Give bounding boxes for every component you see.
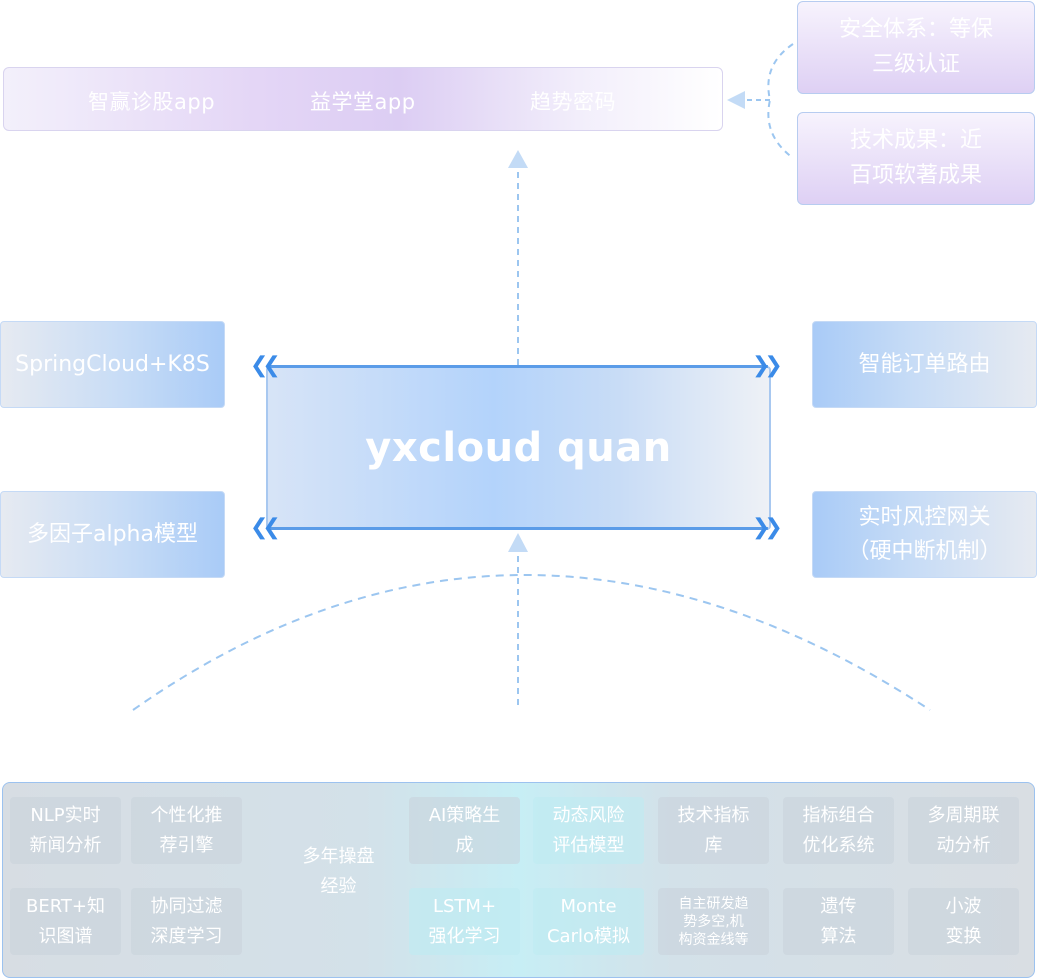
order-routing-card: 智能订单路由 bbox=[812, 321, 1037, 408]
center-bottom-line bbox=[270, 527, 768, 530]
cell-line: 小波 bbox=[945, 895, 982, 917]
cell-line: BERT+知 bbox=[26, 895, 105, 917]
cell-line: 遗传 bbox=[820, 895, 857, 917]
capability-cell: NLP实时新闻分析 bbox=[10, 797, 121, 864]
cell-line: 新闻分析 bbox=[29, 834, 102, 856]
cell-line: AI策略生 bbox=[428, 804, 501, 826]
cell-line: 个性化推 bbox=[150, 804, 223, 826]
app-label-3: 趋势密码 bbox=[530, 90, 616, 114]
center-top-line bbox=[270, 365, 768, 368]
cell-line: 构资金线等 bbox=[678, 931, 749, 948]
capability-cell: 遗传算法 bbox=[783, 888, 894, 955]
bracket-arrow-head bbox=[727, 91, 745, 109]
chevron-left-icon: ❮❮ bbox=[250, 353, 281, 378]
risk-gateway-line-2: （硬中断机制） bbox=[847, 538, 1002, 564]
center-title: yxcloud quan bbox=[365, 425, 672, 471]
cell-line: 库 bbox=[704, 834, 723, 856]
capability-cell: 自主研发趋势多空,机构资金线等 bbox=[658, 888, 769, 955]
cell-line: 深度学习 bbox=[150, 925, 223, 947]
chevron-right-icon: ❯❯ bbox=[752, 353, 783, 378]
app-label-2: 益学堂app bbox=[310, 90, 416, 114]
risk-gateway-card: 实时风控网关 （硬中断机制） bbox=[812, 491, 1037, 578]
cell-line: 势多空,机 bbox=[683, 913, 744, 930]
cell-line: 识图谱 bbox=[38, 925, 93, 947]
tech-achievement-card: 技术成果：近 百项软著成果 bbox=[797, 112, 1035, 205]
security-line-2: 三级认证 bbox=[871, 52, 960, 77]
cell-line: 自主研发趋 bbox=[678, 895, 749, 912]
capability-cell: LSTM+ 强化学习 bbox=[409, 888, 520, 955]
springcloud-label: SpringCloud+K8S bbox=[15, 351, 210, 377]
cell-line: 动分析 bbox=[936, 834, 991, 856]
capability-cell: 动态风险评估模型 bbox=[533, 797, 644, 864]
cell-line: Carlo模拟 bbox=[546, 925, 630, 947]
capability-cell: 小波变换 bbox=[908, 888, 1019, 955]
security-line-1: 安全体系：等保 bbox=[838, 17, 993, 42]
tech-line-2: 百项软著成果 bbox=[849, 163, 982, 188]
cell-line: NLP实时 bbox=[30, 804, 101, 826]
right-bracket bbox=[767, 43, 794, 159]
capability-cell: 指标组合优化系统 bbox=[783, 797, 894, 864]
cell-line: Monte bbox=[560, 895, 617, 917]
capability-cell: 协同过滤深度学习 bbox=[131, 888, 242, 955]
cell-line: 技术指标 bbox=[677, 804, 750, 826]
capability-cell: 多周期联动分析 bbox=[908, 797, 1019, 864]
tech-line-1: 技术成果：近 bbox=[849, 128, 982, 153]
cell-line: 多年操盘 bbox=[302, 846, 375, 867]
up-arrow-head bbox=[508, 150, 528, 168]
cell-line: 算法 bbox=[820, 925, 857, 947]
cell-line: 评估模型 bbox=[552, 834, 625, 856]
risk-gateway-line-1: 实时风控网关 bbox=[858, 504, 991, 530]
capability-cell-tall: 多年操盘经验 bbox=[283, 797, 394, 947]
cell-line: 优化系统 bbox=[802, 834, 875, 856]
cell-line: 强化学习 bbox=[428, 925, 501, 947]
chevron-left-icon: ❮❮ bbox=[250, 515, 281, 540]
apps-bar: 智赢诊股app 益学堂app 趋势密码 bbox=[3, 67, 723, 131]
cell-line: 多周期联 bbox=[927, 804, 1000, 826]
cell-line: 经验 bbox=[320, 876, 357, 897]
bottom-arrow-head bbox=[508, 533, 528, 552]
capability-cell: BERT+知识图谱 bbox=[10, 888, 121, 955]
chevron-right-icon: ❯❯ bbox=[752, 515, 783, 540]
security-card: 安全体系：等保 三级认证 bbox=[797, 1, 1035, 94]
cell-line: 荐引擎 bbox=[159, 834, 214, 856]
capability-cell: 技术指标库 bbox=[658, 797, 769, 864]
center-platform-box: yxcloud quan bbox=[266, 366, 771, 530]
cell-line: 动态风险 bbox=[552, 804, 625, 826]
cell-line: 协同过滤 bbox=[150, 895, 223, 917]
cell-line: 变换 bbox=[945, 925, 982, 947]
springcloud-card: SpringCloud+K8S bbox=[0, 321, 225, 408]
alpha-model-card: 多因子alpha模型 bbox=[0, 491, 225, 578]
bottom-arc bbox=[132, 574, 931, 711]
order-routing-label: 智能订单路由 bbox=[858, 351, 991, 377]
cell-line: LSTM+ bbox=[432, 895, 497, 917]
capability-cell: 个性化推荐引擎 bbox=[131, 797, 242, 864]
cell-line: 指标组合 bbox=[802, 804, 875, 826]
app-label-1: 智赢诊股app bbox=[88, 90, 216, 114]
cell-line: 成 bbox=[455, 834, 474, 856]
capability-cell: AI策略生成 bbox=[409, 797, 520, 864]
alpha-model-label: 多因子alpha模型 bbox=[27, 521, 198, 547]
